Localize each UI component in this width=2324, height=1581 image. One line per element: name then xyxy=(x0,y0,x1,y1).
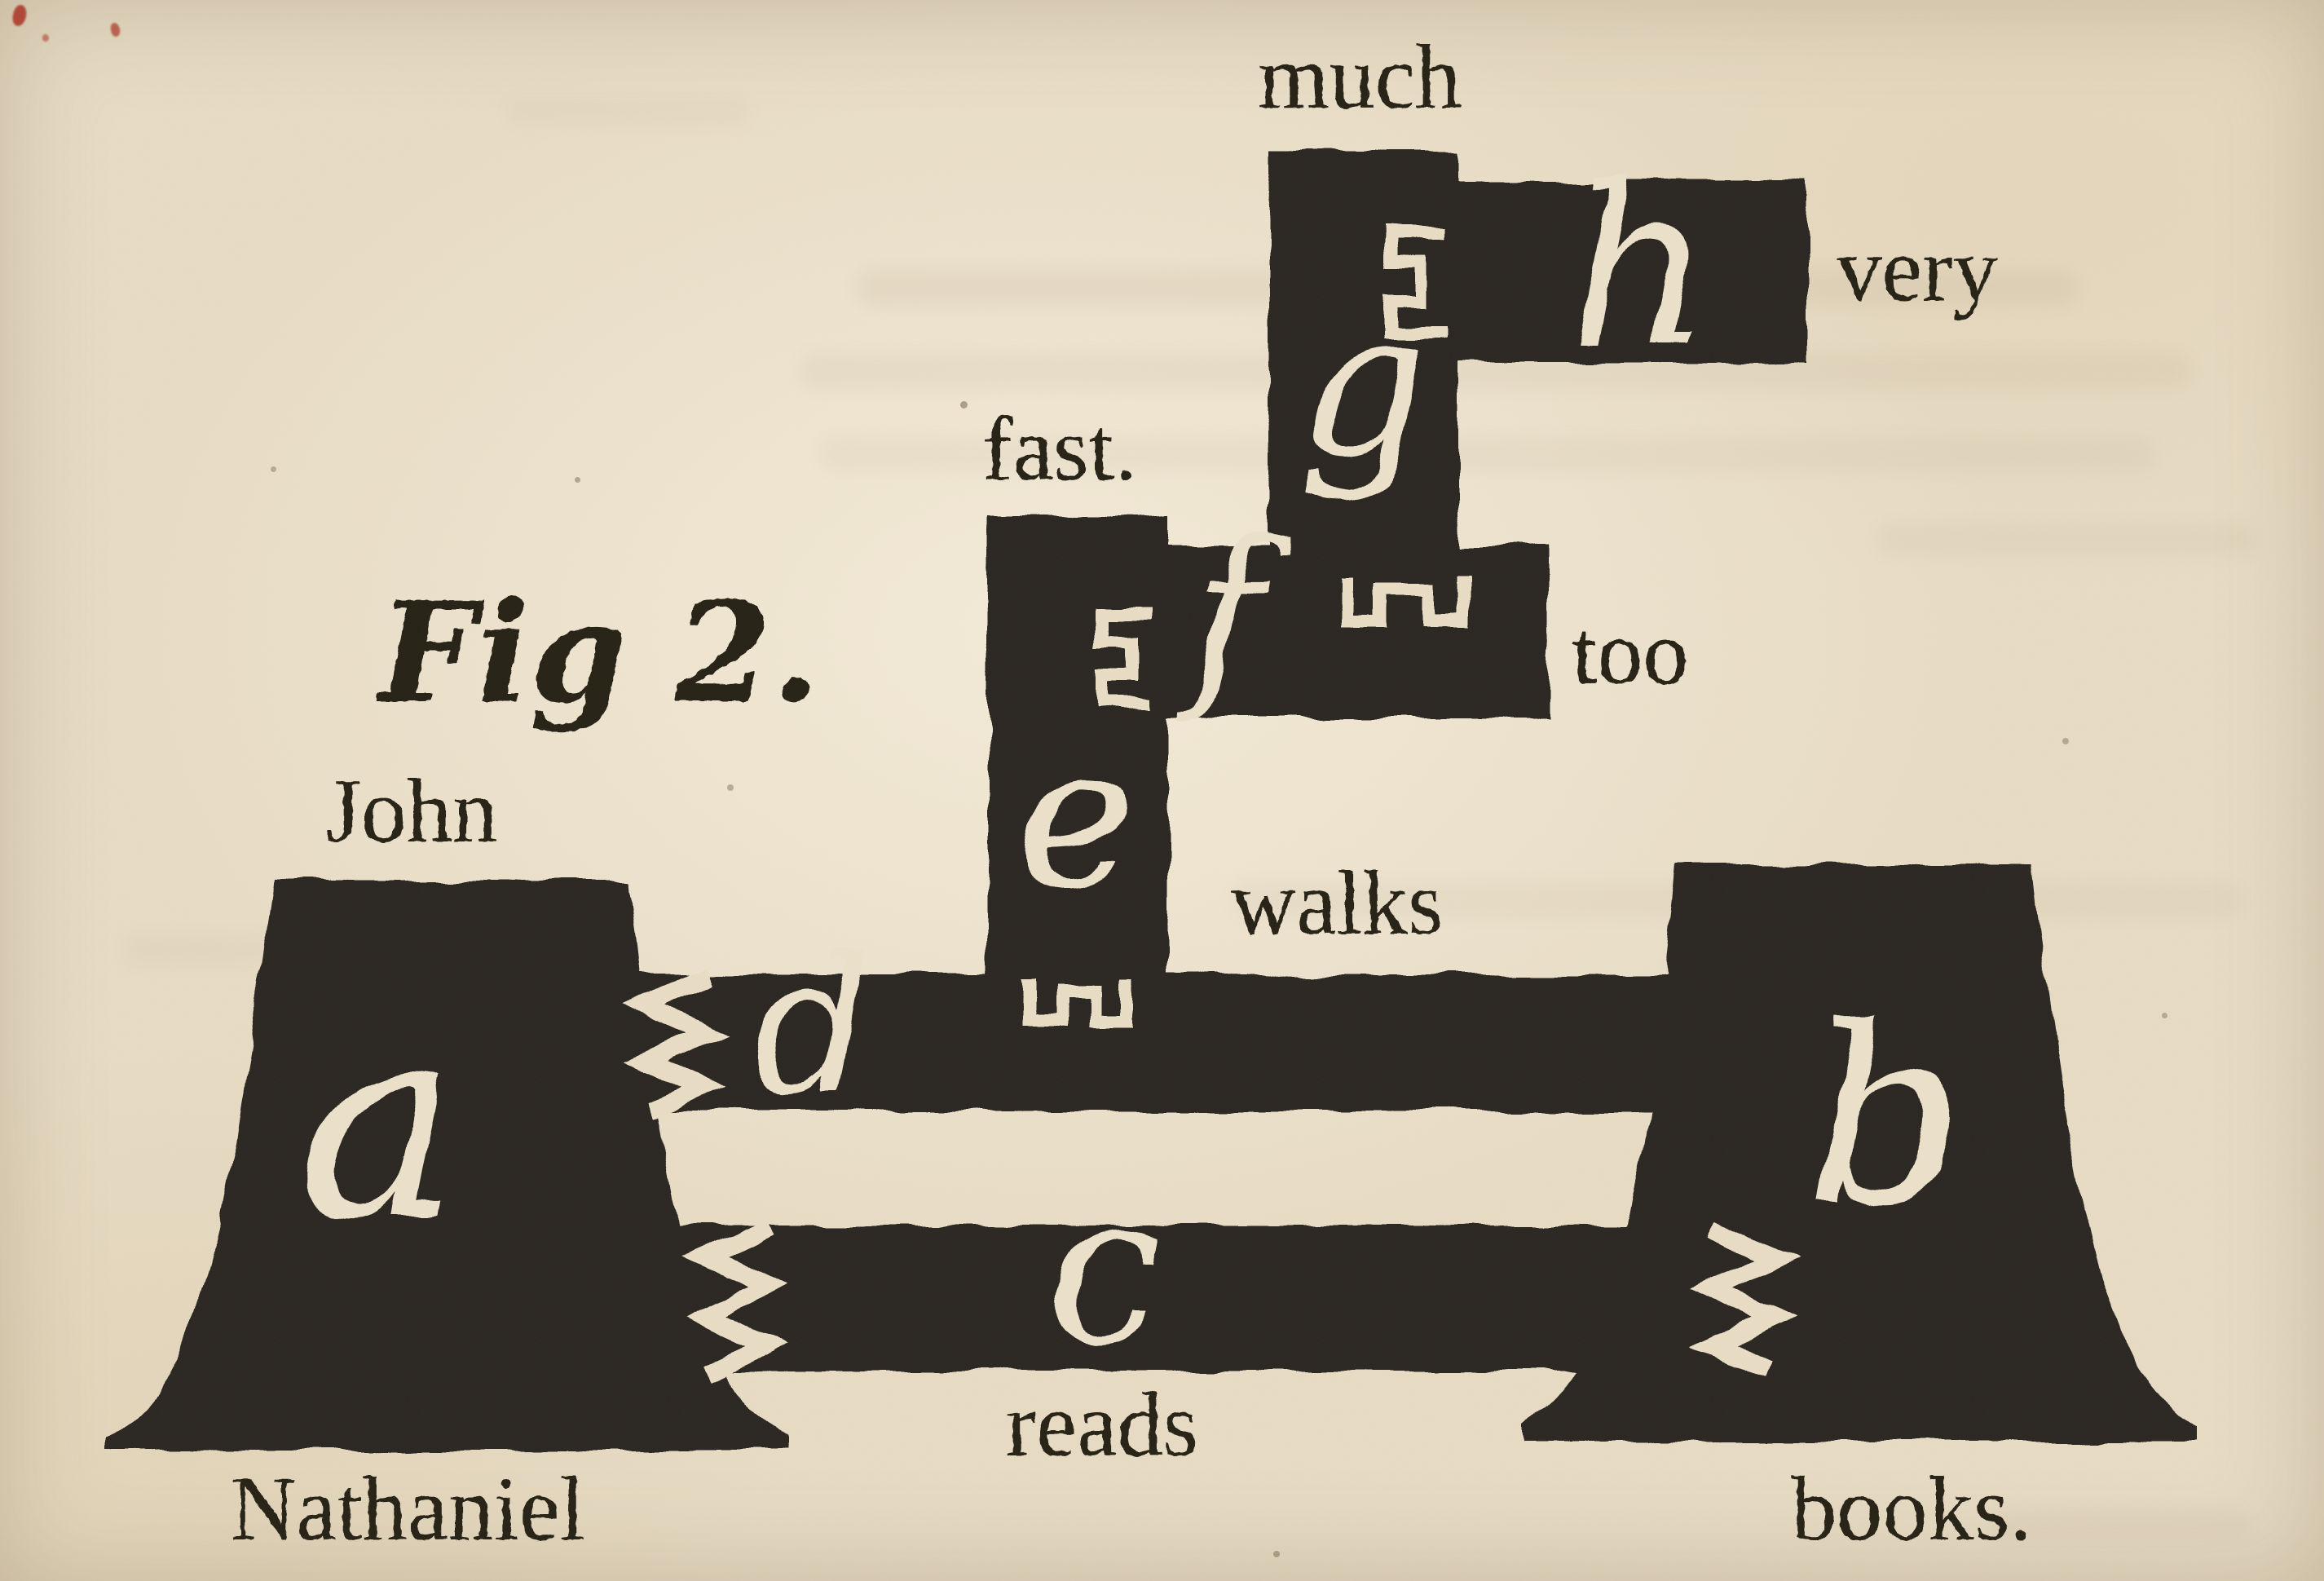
printed-labels-group: Fig 2. much very fast. too walks reads J… xyxy=(230,27,2031,1560)
bleedthrough-smudge xyxy=(122,934,326,966)
label-fast: fast. xyxy=(982,399,1137,500)
bar-d-verb xyxy=(603,974,1700,1111)
red-ink-speck xyxy=(11,3,29,28)
bleedthrough-smudge xyxy=(819,436,2156,472)
block-letter-g: g xyxy=(1298,266,1428,503)
bleedthrough-smudge xyxy=(799,352,2193,390)
paper-speck xyxy=(2062,738,2069,744)
joint-g-h xyxy=(1384,226,1444,339)
bar-c-verb xyxy=(668,1225,1801,1371)
block-f-adverb xyxy=(1087,545,1549,718)
label-nathaniel: Nathaniel xyxy=(230,1459,584,1560)
seam-a-c xyxy=(681,1219,792,1381)
label-reads: reads xyxy=(1006,1375,1198,1476)
column-g-adverb xyxy=(1270,151,1459,629)
label-walks: walks xyxy=(1230,853,1443,954)
block-letter-a: a xyxy=(299,967,460,1280)
bleedthrough-smudge xyxy=(856,269,2079,307)
block-letter-d: d xyxy=(751,918,871,1136)
bleedthrough-smudge xyxy=(1875,523,2258,556)
label-too: too xyxy=(1572,603,1688,704)
block-letter-f: f xyxy=(1179,499,1293,727)
bleedthrough-smudge xyxy=(505,98,750,127)
bleedthrough-smudge xyxy=(1989,1508,2250,1541)
paper-speck xyxy=(271,466,276,472)
bleedthrough-smudge xyxy=(1231,882,2242,918)
label-very: very xyxy=(1836,219,1998,320)
paper-speck xyxy=(575,477,580,483)
paper-speck xyxy=(960,401,968,408)
label-john: John xyxy=(325,761,498,862)
block-h-adverb xyxy=(1386,181,1808,363)
seam-a-d xyxy=(622,967,728,1118)
column-e-adverb xyxy=(988,514,1167,1029)
figure-title: Fig 2. xyxy=(376,572,820,735)
block-letter-c: c xyxy=(1047,1150,1162,1387)
block-letter-b: b xyxy=(1809,974,1965,1258)
paper-speck xyxy=(2162,1013,2167,1018)
red-ink-speck xyxy=(42,34,49,42)
red-ink-speck xyxy=(109,22,121,38)
paper-speck xyxy=(727,784,734,791)
block-b-pedestal xyxy=(1520,864,2197,1442)
label-much: much xyxy=(1259,27,1462,128)
block-a-pedestal xyxy=(108,881,789,1450)
joint-g-f xyxy=(1340,576,1469,628)
joint-e-f xyxy=(1096,607,1153,711)
paper-speck xyxy=(1273,1551,1280,1557)
joint-e-d xyxy=(1022,978,1135,1027)
ink-blocks-group: a b c d e f g h xyxy=(108,138,2197,1450)
seam-c-b xyxy=(1690,1221,1800,1379)
block-letter-e: e xyxy=(1016,698,1136,935)
label-books: books. xyxy=(1791,1459,2032,1560)
block-letter-h: h xyxy=(1568,138,1709,395)
